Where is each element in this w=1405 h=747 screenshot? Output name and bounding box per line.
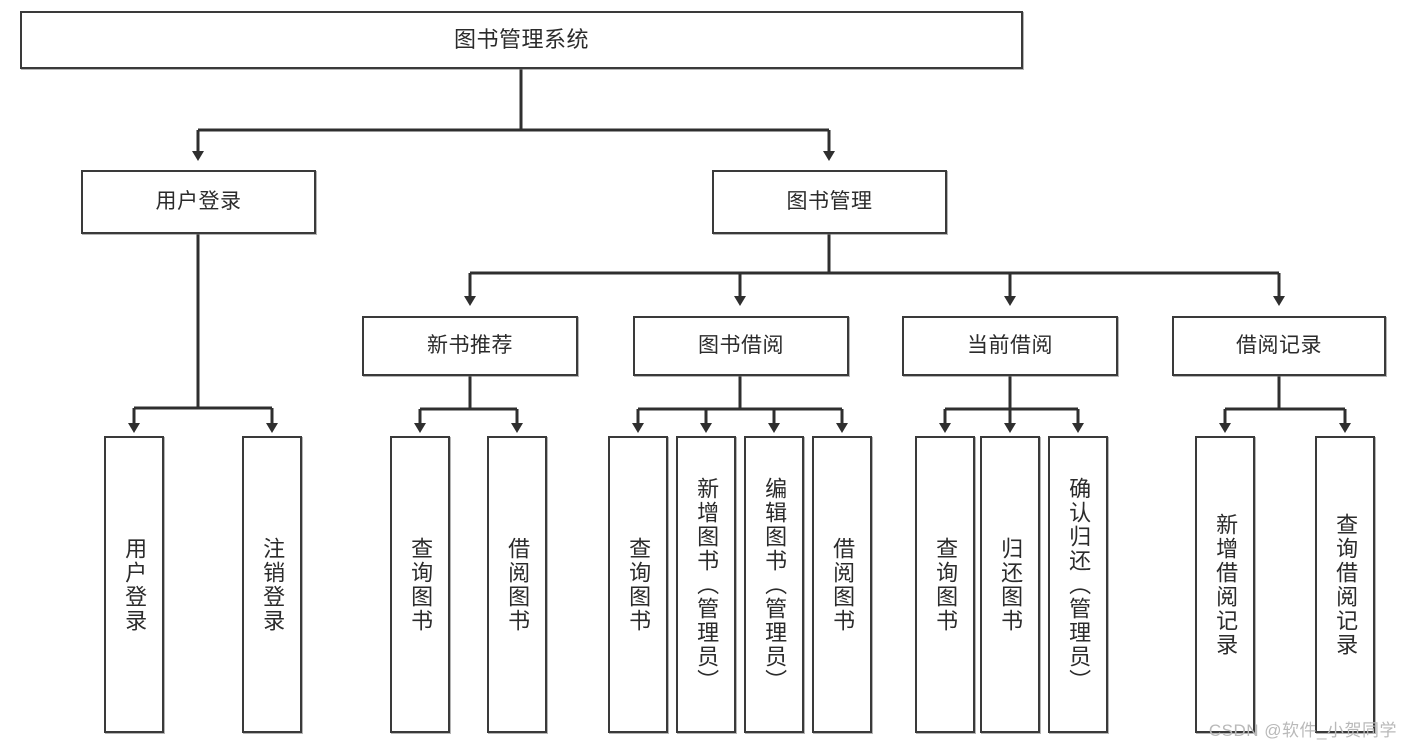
node-label: 编辑图书（管理员） bbox=[762, 476, 788, 693]
node-book-borrow[interactable]: 图书借阅 bbox=[633, 316, 849, 376]
node-borrow-record[interactable]: 借阅记录 bbox=[1172, 316, 1386, 376]
node-label: 查询图书 bbox=[933, 536, 959, 633]
node-label: 借阅记录 bbox=[1236, 333, 1322, 357]
node-book-management[interactable]: 图书管理 bbox=[712, 170, 947, 234]
leaf-current-confirm-return-admin[interactable]: 确认归还（管理员） bbox=[1048, 436, 1108, 733]
leaf-borrow-query-book[interactable]: 查询图书 bbox=[608, 436, 668, 733]
node-label: 注销登录 bbox=[260, 536, 286, 633]
leaf-borrow-add-book-admin[interactable]: 新增图书（管理员） bbox=[676, 436, 736, 733]
node-label: 用户登录 bbox=[155, 189, 242, 213]
node-label: 查询图书 bbox=[626, 536, 652, 633]
node-new-book-recommend[interactable]: 新书推荐 bbox=[362, 316, 578, 376]
node-label: 图书管理系统 bbox=[453, 27, 589, 53]
node-label: 借阅图书 bbox=[830, 536, 856, 633]
node-label: 借阅图书 bbox=[505, 536, 531, 633]
node-user-login[interactable]: 用户登录 bbox=[81, 170, 316, 234]
leaf-recommend-query-book[interactable]: 查询图书 bbox=[390, 436, 450, 733]
node-label: 确认归还（管理员） bbox=[1066, 476, 1092, 693]
node-current-borrow[interactable]: 当前借阅 bbox=[902, 316, 1118, 376]
node-label: 图书借阅 bbox=[698, 333, 784, 357]
node-label: 新增图书（管理员） bbox=[694, 476, 720, 693]
node-label: 查询借阅记录 bbox=[1333, 512, 1359, 657]
node-label: 归还图书 bbox=[998, 536, 1024, 633]
node-label: 新增借阅记录 bbox=[1213, 512, 1239, 657]
node-label: 用户登录 bbox=[122, 536, 148, 633]
leaf-current-return-book[interactable]: 归还图书 bbox=[980, 436, 1040, 733]
leaf-recommend-borrow-book[interactable]: 借阅图书 bbox=[487, 436, 547, 733]
leaf-borrow-borrow-book[interactable]: 借阅图书 bbox=[812, 436, 872, 733]
node-root-system[interactable]: 图书管理系统 bbox=[20, 11, 1023, 69]
leaf-record-query-record[interactable]: 查询借阅记录 bbox=[1315, 436, 1375, 733]
node-label: 新书推荐 bbox=[427, 333, 513, 357]
leaf-record-add-record[interactable]: 新增借阅记录 bbox=[1195, 436, 1255, 733]
node-label: 图书管理 bbox=[786, 189, 873, 213]
node-label: 查询图书 bbox=[408, 536, 434, 633]
node-label: 当前借阅 bbox=[967, 333, 1053, 357]
leaf-current-query-book[interactable]: 查询图书 bbox=[915, 436, 975, 733]
leaf-user-login-login[interactable]: 用户登录 bbox=[104, 436, 164, 733]
leaf-user-login-logout[interactable]: 注销登录 bbox=[242, 436, 302, 733]
leaf-borrow-edit-book-admin[interactable]: 编辑图书（管理员） bbox=[744, 436, 804, 733]
